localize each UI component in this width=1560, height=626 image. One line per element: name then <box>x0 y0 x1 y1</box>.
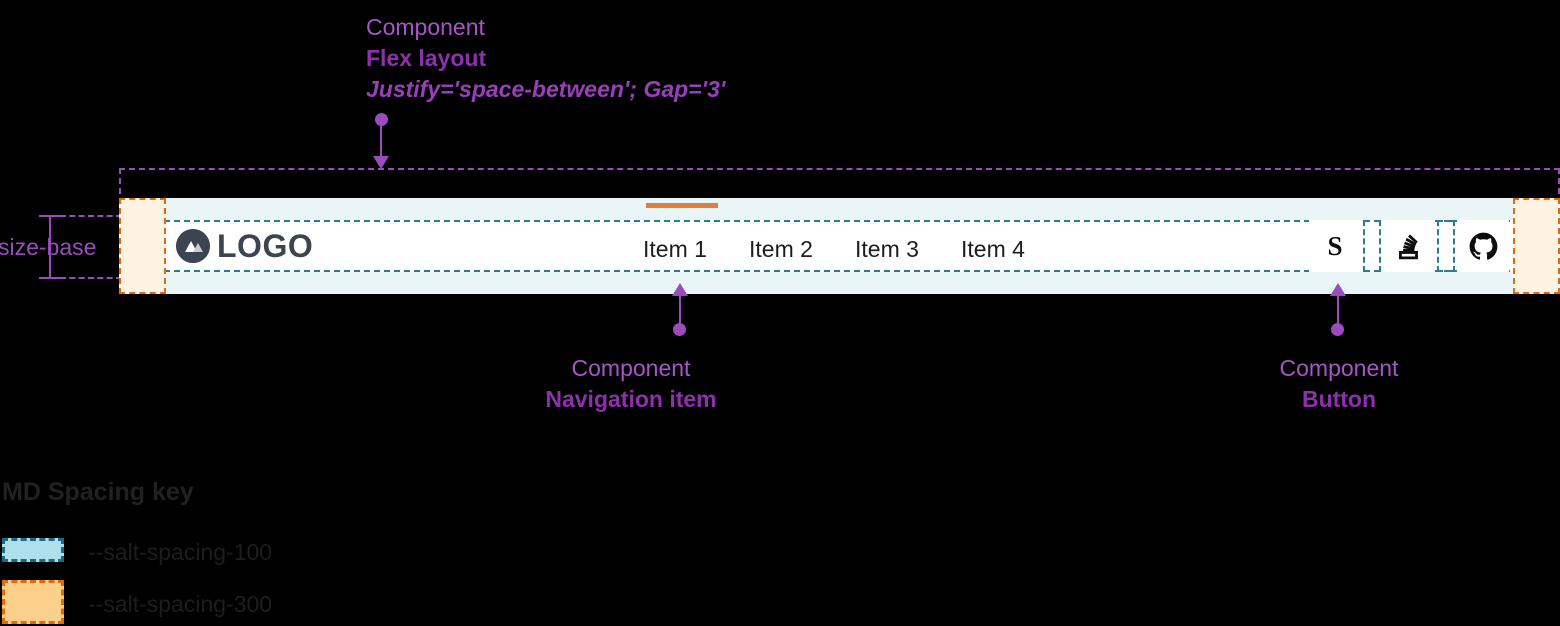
salt-logo-icon: S <box>1327 230 1343 261</box>
icon-button-github[interactable] <box>1457 220 1509 272</box>
flex-annotation-kind: Component <box>366 14 485 40</box>
flex-annotation-arrow-icon <box>373 156 389 169</box>
size-base-leader-bottom <box>60 277 122 279</box>
icon-button-gap-1 <box>1363 220 1381 272</box>
nav-item-annotation-line <box>679 295 681 325</box>
nav-item-annotation-arrow-icon <box>672 283 688 296</box>
icon-button-salt[interactable]: S <box>1309 220 1361 272</box>
icon-button-stackoverflow[interactable] <box>1383 220 1435 272</box>
button-annotation: Component Button <box>1124 353 1554 415</box>
spacing-300-right-outline <box>1513 198 1560 294</box>
nav-item-annotation: Component Navigation item <box>511 353 751 415</box>
spacing-key-label-300: --salt-spacing-300 <box>88 591 273 617</box>
button-annotation-kind: Component <box>1279 355 1399 381</box>
flex-annotation: Component Flex layout Justify='space-bet… <box>366 12 725 105</box>
button-annotation-name: Button <box>1301 386 1377 412</box>
nav-item-1[interactable]: Item 1 <box>643 236 707 262</box>
spacing-300-right <box>1513 198 1560 294</box>
stack-overflow-icon <box>1396 232 1422 260</box>
spacing-key-swatch-100 <box>2 538 64 562</box>
nav-item-annotation-name: Navigation item <box>545 386 717 412</box>
spacing-300-left <box>119 198 166 294</box>
nav-item-4[interactable]: Item 4 <box>961 236 1025 262</box>
button-annotation-dot <box>1331 323 1344 336</box>
icon-button-gap-2 <box>1437 220 1455 272</box>
flex-annotation-line <box>380 122 382 158</box>
button-annotation-arrow-icon <box>1330 283 1346 296</box>
nav-item-annotation-dot <box>673 323 686 336</box>
logo-text: LOGO <box>217 228 314 264</box>
spacing-300-left-outline <box>119 198 166 294</box>
flex-annotation-dot <box>375 113 388 126</box>
mountain-logo-icon <box>176 229 210 263</box>
button-annotation-line <box>1337 295 1339 325</box>
size-base-cap-top <box>39 215 61 217</box>
nav-item-annotation-kind: Component <box>571 355 691 381</box>
spacing-key-label-100: --salt-spacing-100 <box>88 539 273 565</box>
nav-item-3[interactable]: Item 3 <box>855 236 919 262</box>
spacing-key-title: MD Spacing key <box>2 478 194 506</box>
spacing-key-swatch-300 <box>2 580 64 624</box>
size-base-leader-top <box>60 215 122 217</box>
flex-annotation-name: Flex layout <box>366 45 487 71</box>
navbar: LOGO Item 1 Item 2 Item 3 Item 4 S <box>119 198 1560 294</box>
github-icon <box>1469 232 1498 261</box>
size-base-measure-line <box>49 216 51 278</box>
flex-annotation-props: Justify='space-between'; Gap='3' <box>366 76 726 102</box>
logo[interactable]: LOGO <box>176 227 313 265</box>
nav-item-2[interactable]: Item 2 <box>749 236 813 262</box>
size-base-cap-bottom <box>39 277 61 279</box>
size-base-label: size-base <box>0 232 96 263</box>
nav-item-active-indicator <box>646 203 718 208</box>
